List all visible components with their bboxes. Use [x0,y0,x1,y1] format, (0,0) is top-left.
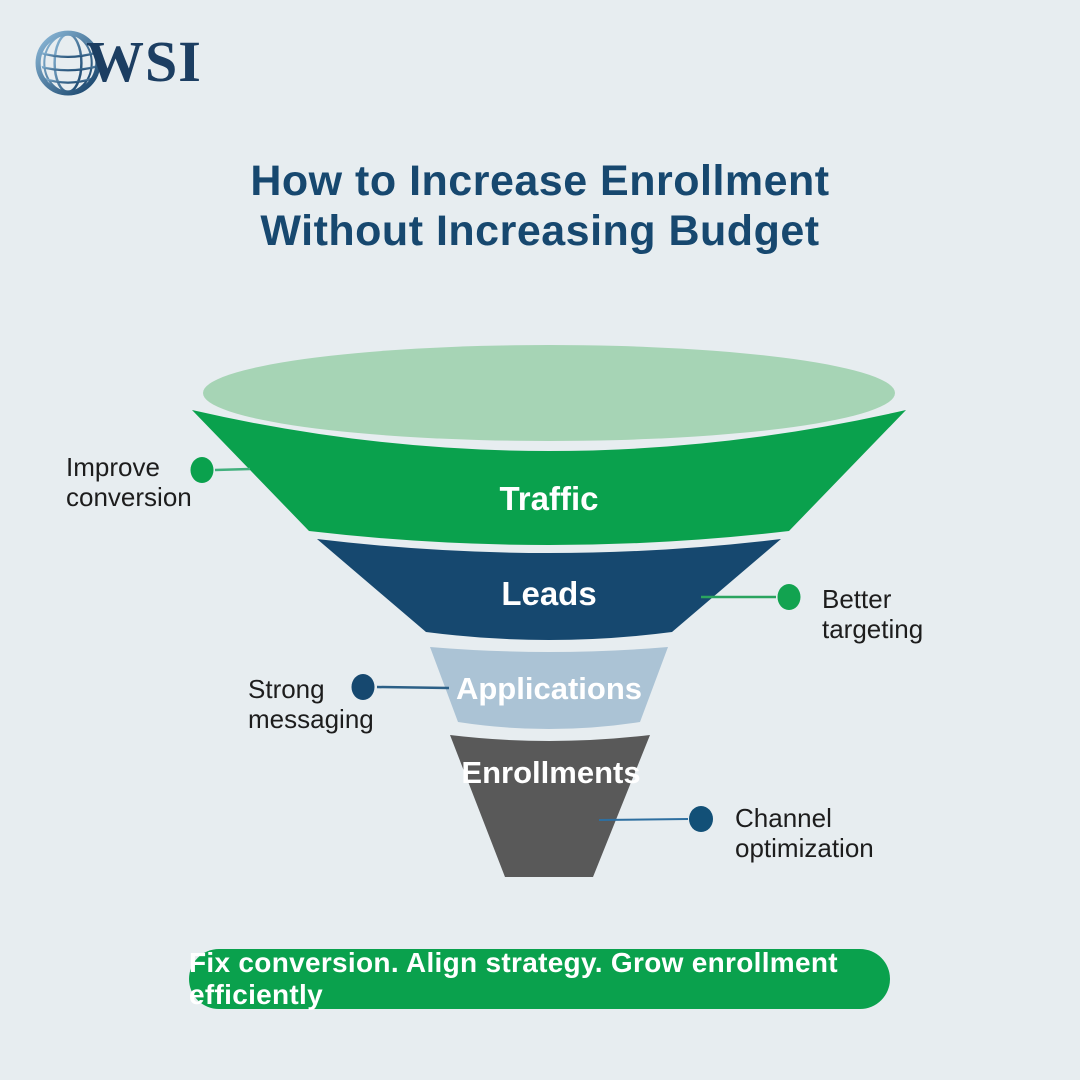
annotation-line: Better [822,584,892,614]
annotation-line: Channel [735,803,832,833]
connector-dot-channel-optimization [689,806,713,832]
funnel-stage-leads [317,539,781,640]
annotation-line: messaging [248,704,374,734]
brand-logo: WSI [34,26,202,98]
stage-label-traffic: Traffic [499,480,598,517]
title-line-1: How to Increase Enrollment [250,157,830,205]
funnel-mouth [203,345,895,441]
annotation-line: Strong [248,674,325,704]
connector-dot-strong-messaging [351,674,375,700]
connector-dot-better-targeting [777,584,801,610]
connector-line-improve-conversion [214,467,251,472]
connector-dot-improve-conversion [190,457,214,483]
stage-label-applications: Applications [456,671,642,706]
brand-name: WSI [86,29,202,94]
funnel-stage-enrollments [450,735,650,877]
annotation-improve-conversion: Improve conversion [66,452,192,512]
annotation-better-targeting: Better targeting [822,584,923,644]
page-title: How to Increase Enrollment Without Incre… [0,156,1080,256]
connector-line-channel-optimization [598,818,689,821]
annotation-line: Improve [66,452,160,482]
stage-label-leads: Leads [501,575,596,612]
title-line-2: Without Increasing Budget [260,207,820,255]
globe-icon [35,30,101,96]
funnel-stage-traffic [192,410,906,545]
summary-banner-text: Fix conversion. Align strategy. Grow enr… [189,947,838,1010]
connector-line-strong-messaging [376,685,450,690]
annotation-line: optimization [735,833,874,863]
stage-label-enrollments: Enrollments [461,755,640,790]
funnel-stage-applications [430,647,668,729]
annotation-line: conversion [66,482,192,512]
annotation-channel-optimization: Channel optimization [735,803,874,863]
summary-banner: Fix conversion. Align strategy. Grow enr… [189,947,890,1010]
annotation-line: targeting [822,614,924,644]
annotation-strong-messaging: Strong messaging [248,674,374,734]
